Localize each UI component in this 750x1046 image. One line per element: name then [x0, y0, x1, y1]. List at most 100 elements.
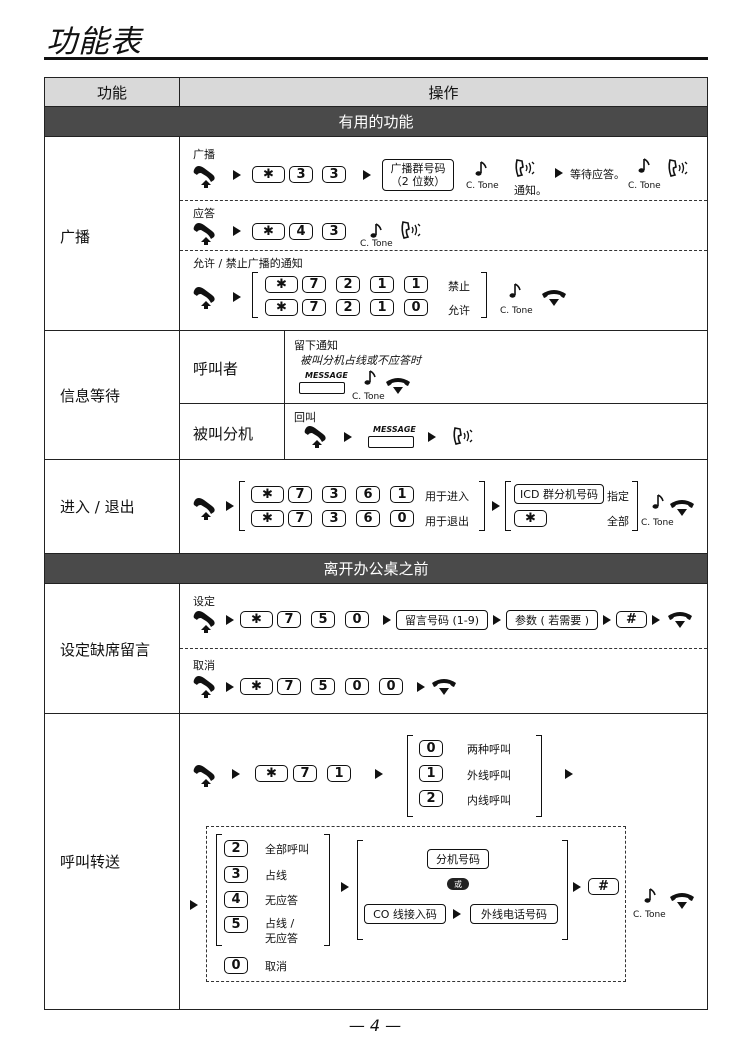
key-0: 0 [390, 510, 414, 527]
key-7: 7 [293, 765, 317, 782]
row-rule [44, 459, 708, 460]
col-rule [179, 78, 180, 106]
key-star: ✱ [252, 166, 285, 183]
arrow-icon [428, 432, 436, 442]
label-busy-no-answer-2: 无应答 [265, 932, 298, 945]
arrow-icon [232, 769, 240, 779]
dashed-separator [180, 200, 707, 201]
label-all: 全部 [607, 515, 629, 528]
bracket-left [252, 272, 258, 318]
key-5: 5 [311, 611, 335, 628]
feature-message-waiting: 信息等待 [60, 387, 121, 405]
arrow-icon [344, 432, 352, 442]
bracket-right [632, 481, 638, 531]
header-operation: 操作 [428, 83, 459, 102]
label-leave-notice: 留下通知 [294, 339, 338, 352]
offhook-icon [193, 676, 215, 698]
icd-group-ext-box: ICD 群分机号码 [514, 484, 604, 504]
header-function: 功能 [96, 83, 127, 102]
arrow-icon [492, 501, 500, 511]
key-0: 0 [404, 299, 428, 316]
key-7: 7 [288, 486, 312, 503]
parameter-box: 参数 ( 若需要 ) [506, 610, 598, 630]
key-star: ✱ [240, 678, 273, 695]
onhook-icon [668, 612, 692, 628]
label-allow-deny: 允许 / 禁止广播的通知 [193, 257, 303, 270]
arrow-icon [233, 170, 241, 180]
c-tone-label: C. Tone [641, 518, 674, 528]
page-number: — 4 — [348, 1016, 402, 1035]
key-2: 2 [336, 299, 360, 316]
c-tone-label: C. Tone [466, 181, 499, 191]
outside-phone-number-box: 外线电话号码 [470, 904, 558, 924]
label-wait-answer: 等待应答。 [570, 168, 625, 181]
speaker-icon [668, 159, 688, 177]
offhook-icon [193, 611, 215, 633]
arrow-icon [652, 615, 660, 625]
key-6: 6 [356, 510, 380, 527]
arrow-icon [565, 769, 573, 779]
arrow-icon [453, 909, 461, 919]
label-outside-calls: 外线呼叫 [467, 769, 511, 782]
c-tone-label: C. Tone [360, 239, 393, 249]
arrow-icon [341, 882, 349, 892]
forwarding-options-box [206, 826, 626, 982]
message-key-label: MESSAGE [373, 425, 416, 434]
key-star: ✱ [252, 223, 285, 240]
label-inside-calls: 内线呼叫 [467, 794, 511, 807]
dashed-separator [180, 250, 707, 251]
onhook-icon [670, 500, 694, 516]
tone-icon [508, 283, 521, 299]
row-rule [180, 403, 707, 404]
key-7: 7 [277, 678, 301, 695]
offhook-icon [193, 223, 215, 245]
arrow-icon [226, 682, 234, 692]
message-key-icon [299, 382, 345, 394]
speaker-icon [401, 221, 421, 239]
key-star: ✱ [255, 765, 288, 782]
key-7: 7 [277, 611, 301, 628]
bracket-right [562, 840, 568, 940]
feature-call-forwarding: 呼叫转送 [60, 853, 121, 871]
key-0: 0 [419, 740, 443, 757]
key-2: 2 [419, 790, 443, 807]
arrow-icon [383, 615, 391, 625]
label-called-extension: 被叫分机 [193, 425, 254, 443]
key-3: 3 [322, 486, 346, 503]
c-tone-label: C. Tone [628, 181, 661, 191]
arrow-icon [190, 900, 198, 910]
key-2: 2 [224, 840, 248, 857]
label-specify: 指定 [607, 490, 629, 503]
label-callback: 回叫 [294, 411, 316, 424]
key-1: 1 [390, 486, 414, 503]
bracket-left [407, 735, 413, 817]
label-busy-note: 被叫分机占线或不应答时 [300, 354, 421, 367]
feature-absent-message: 设定缺席留言 [60, 641, 151, 659]
row-rule [44, 713, 708, 714]
arrow-icon [233, 226, 241, 236]
offhook-icon [193, 166, 215, 188]
key-7: 7 [302, 276, 326, 293]
label-deny: 禁止 [448, 280, 470, 293]
tone-icon [643, 888, 656, 904]
label-for-login: 用于进入 [425, 490, 469, 503]
label-no-answer: 无应答 [265, 894, 298, 907]
bracket-right [479, 481, 485, 531]
key-star: ✱ [514, 510, 547, 527]
tone-icon [474, 161, 487, 177]
key-hash: # [588, 878, 619, 895]
arrow-icon [417, 682, 425, 692]
key-3: 3 [322, 223, 346, 240]
row-rule [44, 583, 708, 584]
row-rule [44, 553, 708, 554]
or-oval: 或 [447, 878, 469, 890]
key-star: ✱ [265, 299, 298, 316]
speaker-icon [515, 159, 535, 177]
tone-icon [363, 370, 376, 386]
bracket-left [357, 840, 363, 940]
col-rule [284, 330, 285, 459]
row-rule [44, 330, 708, 331]
onhook-icon [386, 378, 410, 394]
extension-number-box: 分机号码 [427, 849, 489, 869]
c-tone-label: C. Tone [352, 392, 385, 402]
